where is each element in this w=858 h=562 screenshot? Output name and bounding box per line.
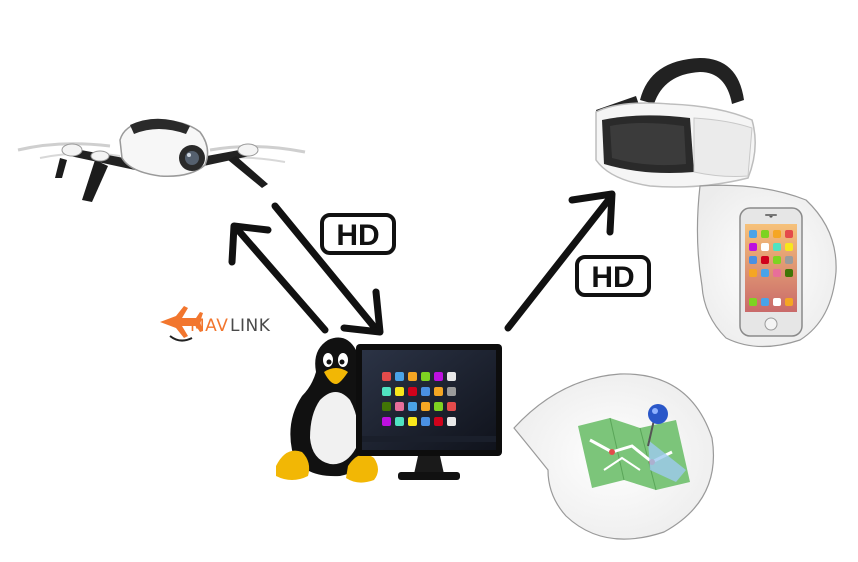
drone-icon xyxy=(17,118,306,202)
vr-link-arrow-head xyxy=(568,190,616,236)
mavlink-text-mav: MAV xyxy=(190,316,228,336)
vr-headset-icon xyxy=(595,58,756,188)
phone-callout xyxy=(696,184,837,348)
smartphone-icon xyxy=(739,207,803,337)
map-pin-icon xyxy=(647,404,668,447)
mavlink-logo: MAV LINK xyxy=(160,306,271,342)
hd-label-vr: HD xyxy=(591,261,634,294)
hd-label-drone: HD xyxy=(336,219,379,252)
app-grid xyxy=(362,372,496,442)
vr-link-arrow-shaft xyxy=(504,194,614,332)
monitor-screen xyxy=(362,350,496,450)
downlink-arrow-shaft xyxy=(271,202,379,332)
map-callout xyxy=(513,373,715,540)
uplink-arrow-head xyxy=(228,222,272,266)
downlink-arrow-head xyxy=(340,288,384,336)
map-icon xyxy=(578,417,690,491)
monitor-icon xyxy=(356,344,502,480)
phone-app-grid xyxy=(749,230,793,306)
hd-badge-vr: HD xyxy=(575,255,651,297)
hd-badge-drone: HD xyxy=(320,213,396,255)
linux-penguin-icon xyxy=(276,337,378,483)
bidirectional-link-arrows xyxy=(228,190,616,336)
mavlink-text-link: LINK xyxy=(230,316,271,336)
mavlink-plane-icon xyxy=(160,306,203,342)
uplink-arrow-shaft xyxy=(234,226,329,334)
